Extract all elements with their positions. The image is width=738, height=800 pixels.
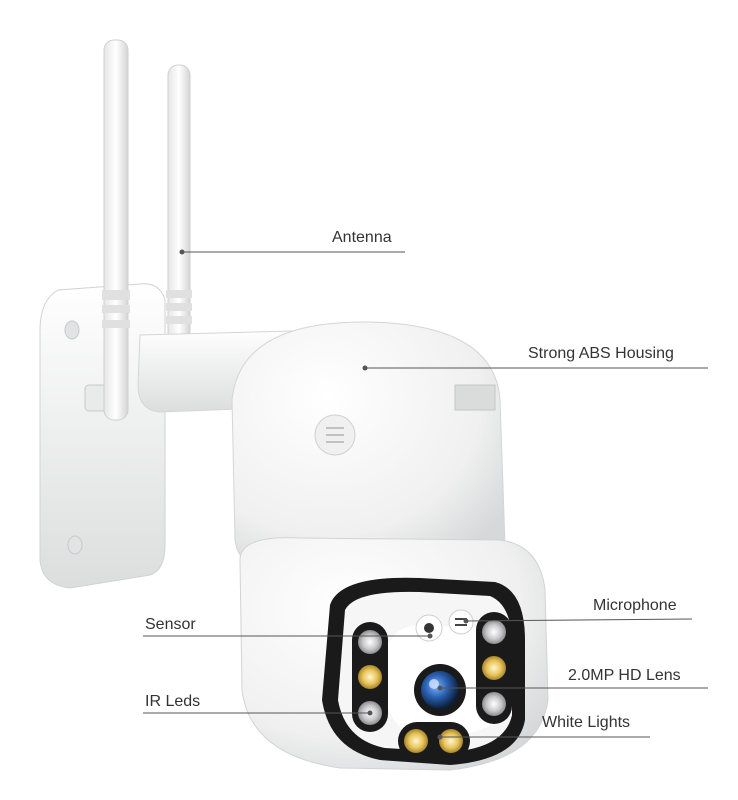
sensor-label: Sensor bbox=[145, 616, 196, 633]
wall-mount bbox=[39, 283, 166, 589]
ir-leds-label: IR Leds bbox=[145, 693, 201, 710]
housing-dome bbox=[231, 321, 506, 571]
callout-dots bbox=[179, 249, 469, 740]
lens-label: 2.0MP HD Lens bbox=[568, 667, 681, 684]
microphone-label: Microphone bbox=[593, 597, 677, 614]
callout-lines bbox=[143, 251, 708, 738]
bottom-led-pair bbox=[398, 722, 470, 760]
housing-label: Strong ABS Housing bbox=[528, 345, 674, 362]
right-led-column bbox=[476, 612, 512, 724]
antenna-right bbox=[166, 64, 192, 406]
white-lights-label: White Lights bbox=[542, 714, 631, 731]
microphone-port bbox=[448, 609, 474, 635]
antenna-label: Antenna bbox=[332, 229, 392, 246]
antenna-left bbox=[102, 39, 130, 421]
